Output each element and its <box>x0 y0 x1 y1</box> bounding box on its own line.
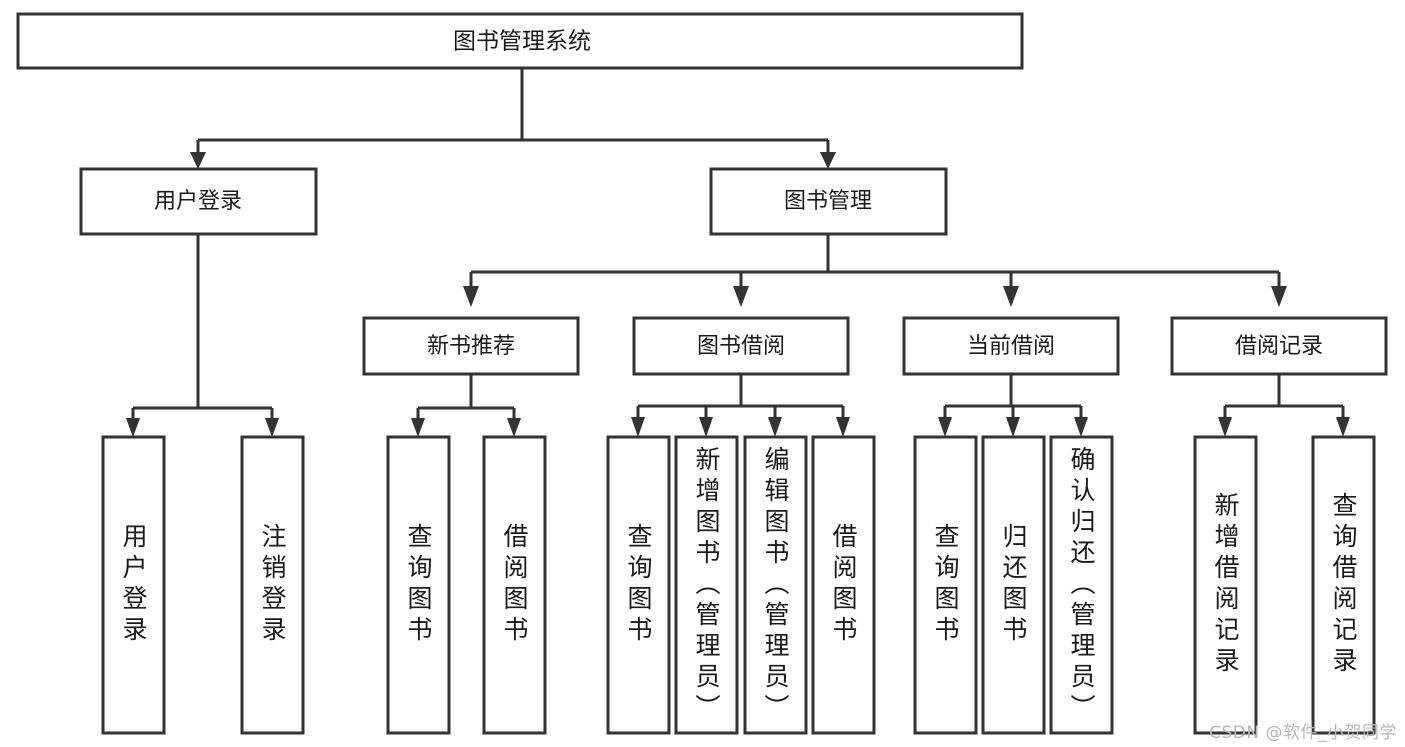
leaf-box-return-book[interactable] <box>981 435 1046 735</box>
node-borrow-record-box[interactable] <box>1170 316 1388 376</box>
leaf-box-add-book[interactable] <box>674 435 739 735</box>
leaf-box-logout[interactable] <box>240 435 305 735</box>
arrow-head-book-borrow <box>733 286 749 307</box>
arrow-head-leaf-query-record <box>1336 417 1350 437</box>
connector-layer <box>126 68 1350 437</box>
node-book-borrow-label: 图书借阅 <box>697 334 785 359</box>
node-new-book-recommend-box[interactable] <box>362 316 580 376</box>
leaf-box-query-record[interactable] <box>1311 435 1376 735</box>
node-borrow-record-label: 借阅记录 <box>1235 334 1323 359</box>
node-root-label: 图书管理系统 <box>453 29 591 55</box>
leaf-box-query-book-c[interactable] <box>913 435 978 735</box>
arrow-head-leaf-confirm-return <box>1074 417 1088 437</box>
arrow-head-leaf-query-book-a <box>411 418 425 437</box>
leaf-box-query-book-a[interactable] <box>386 435 451 735</box>
arrow-head-leaf-borrow-book-b <box>836 417 850 437</box>
node-layer: 图书管理系统 用户登录 图书管理 新书推荐 图书借阅 当前借阅 借阅记录 <box>16 12 1388 735</box>
arrow-head-leaf-edit-book <box>768 417 782 437</box>
node-user-login-label: 用户登录 <box>154 189 242 214</box>
node-current-borrow-box[interactable] <box>902 316 1120 376</box>
leaf-box-add-record[interactable] <box>1193 435 1258 735</box>
node-book-borrow-box[interactable] <box>632 316 850 376</box>
arrow-head-leaf-add-record <box>1218 417 1232 437</box>
node-user-login-box[interactable] <box>79 167 318 236</box>
node-current-borrow-label: 当前借阅 <box>967 334 1055 359</box>
node-book-manage-box[interactable] <box>709 167 948 236</box>
arrow-head-borrow-record <box>1271 286 1287 307</box>
node-book-manage-label: 图书管理 <box>784 189 872 214</box>
arrow-head-leaf-user-login <box>126 418 140 437</box>
arrow-head-leaf-query-book-b <box>631 417 645 437</box>
arrow-head-leaf-query-book-c <box>938 417 952 437</box>
arrow-head-book-manage <box>820 152 836 169</box>
arrow-head-newbook-recommend <box>463 286 479 307</box>
arrow-head-leaf-return-book <box>1006 417 1020 437</box>
leaf-box-edit-book[interactable] <box>743 435 808 735</box>
node-root-box[interactable] <box>16 12 1024 70</box>
node-new-book-recommend-label: 新书推荐 <box>427 334 515 359</box>
leaf-box-query-book-b[interactable] <box>606 435 671 735</box>
leaf-box-borrow-book-a[interactable] <box>482 435 547 735</box>
arrow-head-current-borrow <box>1003 286 1019 307</box>
leaf-box-user-login[interactable] <box>101 435 166 735</box>
arrow-head-user-login <box>190 152 206 169</box>
arrow-head-leaf-logout <box>265 418 279 437</box>
leaf-box-confirm-return[interactable] <box>1049 435 1114 735</box>
csdn-watermark: CSDN @软件_小贺同学 <box>1209 723 1397 743</box>
arrow-head-leaf-borrow-book-a <box>507 418 521 437</box>
leaf-box-borrow-book-b[interactable] <box>811 435 876 735</box>
arrow-head-leaf-add-book <box>699 417 713 437</box>
